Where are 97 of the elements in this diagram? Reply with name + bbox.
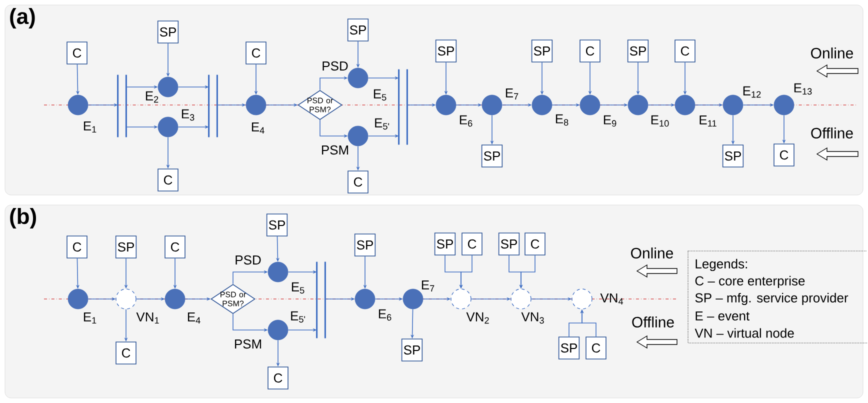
- mode-label: Offline: [632, 316, 674, 328]
- event-label: VN$_{2}$: [466, 312, 489, 324]
- edge-label: PSD: [236, 255, 261, 265]
- event-circle: [164, 288, 186, 310]
- actor-box: C: [246, 42, 266, 64]
- actor-box: SP: [722, 144, 744, 168]
- actor-box: SP: [481, 144, 503, 168]
- event-label: E$_{7}$: [422, 280, 434, 292]
- legend-entry: SP – mfg. service provider: [695, 292, 848, 306]
- mode-label: Online: [631, 247, 673, 258]
- event-circle: [68, 288, 88, 310]
- event-circle: [348, 126, 368, 146]
- sync-bar: [316, 262, 326, 338]
- event-circle: [354, 288, 376, 310]
- event-circle: [158, 76, 178, 98]
- event-circle: [348, 68, 368, 88]
- event-label: VN$_{1}$: [136, 312, 159, 324]
- event-label: E$_{6}$: [460, 115, 472, 127]
- actor-box: SP: [401, 338, 423, 362]
- event-label: E$_{7}$: [506, 88, 518, 100]
- event-label: E$_{5'}$: [291, 311, 306, 323]
- actor-box: C: [66, 236, 88, 258]
- actor-box: SP: [115, 236, 137, 258]
- actor-box: C: [158, 168, 178, 192]
- actor-box: C: [674, 40, 696, 62]
- event-circle: [436, 94, 456, 116]
- event-circle: [68, 94, 88, 116]
- event-label: E$_{12}$: [743, 86, 761, 98]
- actor-box: C: [348, 170, 368, 194]
- event-label: E$_{1}$: [84, 121, 96, 133]
- panel: [4, 204, 864, 398]
- event-label: VN$_{4}$: [600, 293, 624, 305]
- actor-box: SP: [157, 20, 179, 44]
- event-label: E$_{5}$: [292, 282, 304, 294]
- actor-box: C: [66, 42, 88, 64]
- actor-box: SP: [558, 336, 580, 360]
- panel: [4, 4, 864, 196]
- actor-box: SP: [498, 232, 520, 256]
- event-label: VN$_{3}$: [521, 312, 544, 324]
- event-label: E$_{8}$: [556, 114, 568, 126]
- virtual-node-circle: [510, 288, 532, 310]
- actor-box: C: [524, 232, 546, 256]
- legend-entry: E – event: [696, 311, 750, 321]
- edge-label: PSM: [322, 145, 348, 155]
- event-circle: [268, 320, 288, 340]
- event-label: E$_{9}$: [604, 115, 616, 127]
- event-circle: [532, 94, 552, 116]
- event-circle: [268, 262, 288, 282]
- event-label: E$_{2}$: [146, 91, 158, 103]
- event-circle: [580, 94, 600, 116]
- event-label: E$_{5}$: [374, 89, 386, 101]
- sync-bar: [117, 74, 127, 138]
- actor-box: SP: [627, 40, 649, 62]
- actor-box: SP: [266, 214, 288, 236]
- virtual-node-circle: [572, 288, 592, 310]
- event-circle: [246, 94, 266, 116]
- sync-bar: [398, 69, 408, 145]
- event-label: E$_{1}$: [84, 312, 96, 324]
- event-label: E$_{11}$: [700, 115, 716, 127]
- actor-box: SP: [531, 40, 553, 62]
- event-label: E$_{6}$: [378, 309, 392, 321]
- event-label: E$_{13}$: [794, 83, 812, 95]
- actor-box: C: [164, 236, 186, 258]
- event-circle: [774, 94, 794, 116]
- event-circle: [674, 94, 696, 116]
- event-label: E$_{4}$: [252, 122, 264, 134]
- event-circle: [482, 94, 502, 116]
- actor-box: C: [774, 144, 794, 166]
- panel-label: (b): [10, 208, 36, 228]
- actor-box: C: [580, 40, 600, 62]
- sync-bar: [208, 74, 218, 138]
- mode-label: Online: [811, 48, 853, 58]
- actor-box: C: [586, 336, 606, 360]
- edge-label: PSM: [235, 339, 262, 349]
- panel-label: (a): [10, 8, 35, 28]
- virtual-node-circle: [116, 288, 136, 310]
- event-label: E$_{3}$: [182, 109, 194, 121]
- legend-entry: C – core enterprise: [695, 276, 805, 288]
- event-circle: [722, 94, 744, 116]
- event-label: E$_{10}$: [651, 115, 669, 127]
- mode-label: Offline: [811, 127, 853, 138]
- actor-box: SP: [354, 234, 376, 256]
- event-label: E$_{5'}$: [375, 118, 390, 130]
- actor-box: C: [116, 342, 136, 364]
- actor-box: SP: [434, 232, 456, 256]
- virtual-node-circle: [450, 288, 472, 310]
- edge-label: PSD: [322, 61, 348, 71]
- actor-box: SP: [347, 18, 369, 42]
- event-label: E$_{4}$: [188, 312, 200, 324]
- actor-box: SP: [435, 40, 457, 62]
- actor-box: C: [268, 366, 288, 390]
- actor-box: C: [462, 232, 482, 256]
- event-circle: [402, 288, 424, 310]
- event-circle: [158, 116, 178, 138]
- legend-entry: VN – virtual node: [694, 328, 794, 338]
- legend-title: Legends:: [696, 258, 747, 272]
- event-circle: [628, 94, 648, 116]
